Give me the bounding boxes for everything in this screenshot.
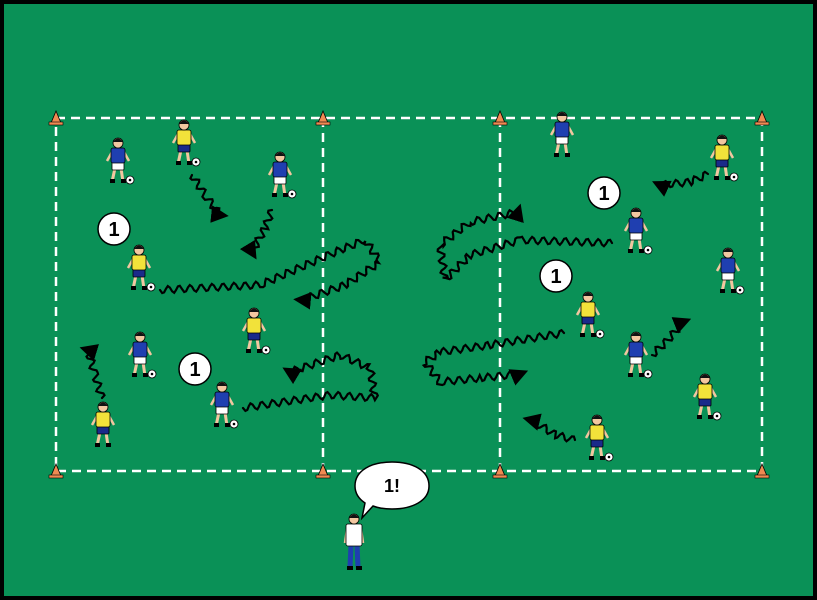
marker-3: 1 [587, 176, 621, 210]
coach-speech: 1! [384, 476, 400, 496]
ball-icon [147, 369, 157, 379]
players [90, 111, 745, 462]
player-icon [715, 247, 745, 295]
dribble-arrow-icon [652, 170, 710, 197]
dribble-arrow-icon [650, 317, 692, 358]
ball-icon [191, 157, 201, 167]
cones [48, 109, 770, 479]
player-icon [575, 291, 605, 339]
dribble-arrow-icon [241, 351, 380, 413]
dribble-paths [79, 170, 710, 443]
number-markers: 1 1 1 1 [97, 176, 621, 386]
coach: 1! [343, 461, 430, 570]
dribble-arrow-icon [79, 344, 106, 400]
ball-icon [735, 285, 745, 295]
marker-1-label: 1 [108, 219, 119, 241]
player-icon [126, 244, 156, 292]
player-icon [584, 414, 614, 462]
dribble-arrow-icon [189, 173, 229, 223]
cone-icon [754, 109, 770, 126]
ball-icon [604, 452, 614, 462]
player-icon [90, 401, 116, 447]
ball-icon [146, 282, 156, 292]
ball-icon [729, 172, 739, 182]
coach-figure [343, 513, 365, 570]
ball-icon [125, 175, 135, 185]
player-icon [623, 331, 653, 379]
player-icon [623, 207, 653, 255]
ball-icon [287, 189, 297, 199]
marker-3-label: 1 [598, 183, 609, 205]
dribble-arrow-icon [158, 238, 382, 310]
player-icon [241, 307, 271, 355]
marker-2-label: 1 [189, 359, 200, 381]
cone-icon [754, 462, 770, 479]
speech-bubble: 1! [354, 461, 430, 521]
player-icon [267, 151, 297, 199]
ball-icon [229, 419, 239, 429]
cone-icon [315, 109, 331, 126]
ball-icon [643, 369, 653, 379]
player-icon [171, 119, 201, 167]
cone-icon [48, 462, 64, 479]
dribble-arrow-icon [239, 208, 274, 260]
dribble-arrow-icon [522, 413, 577, 443]
cone-icon [48, 109, 64, 126]
ball-icon [712, 411, 722, 421]
marker-1: 1 [97, 212, 131, 246]
ball-icon [595, 329, 605, 339]
player-icon [692, 373, 722, 421]
marker-4-label: 1 [550, 266, 561, 288]
dribble-arrow-icon [421, 328, 566, 387]
player-icon [549, 111, 575, 157]
dribble-arrow-icon [436, 203, 614, 281]
ball-icon [643, 245, 653, 255]
player-icon [709, 134, 739, 182]
marker-4: 1 [539, 259, 573, 293]
ball-icon [261, 345, 271, 355]
cone-icon [492, 109, 508, 126]
player-icon [105, 137, 135, 185]
player-icon [127, 331, 157, 379]
marker-2: 1 [178, 352, 212, 386]
player-icon [209, 381, 239, 429]
cone-icon [492, 462, 508, 479]
cone-icon [315, 462, 331, 479]
